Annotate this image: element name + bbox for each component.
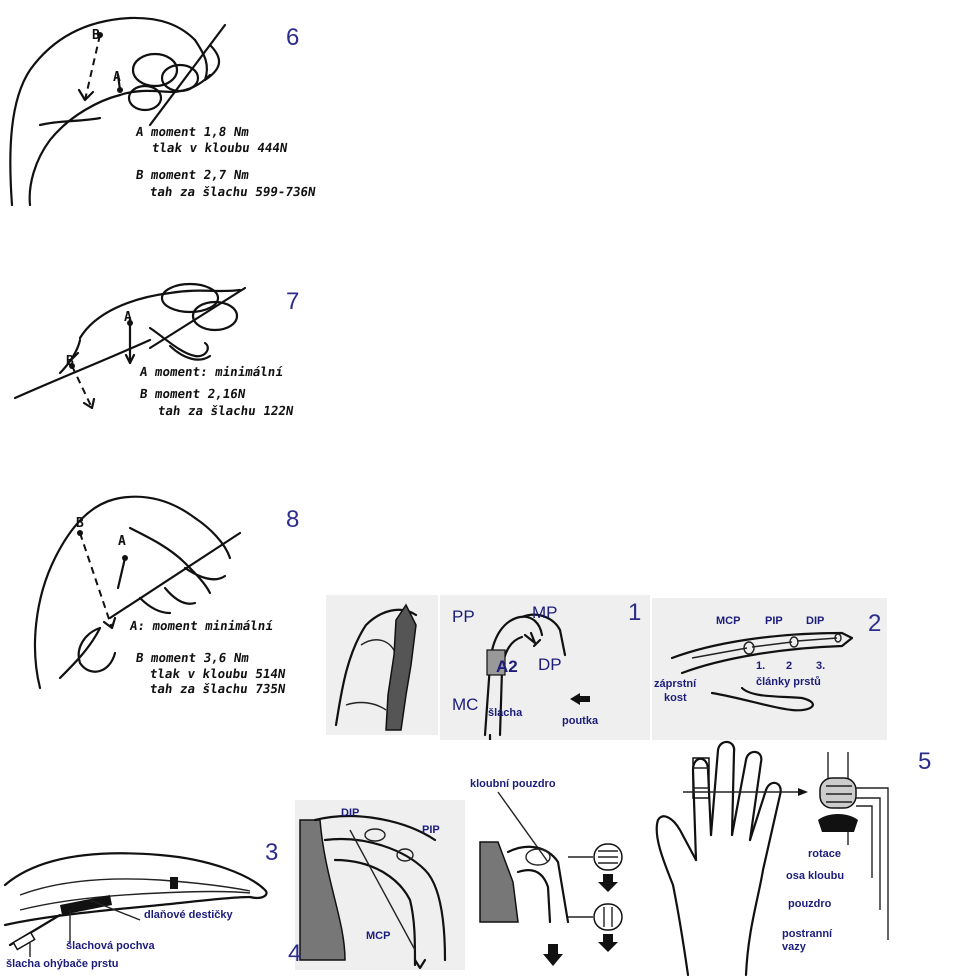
figure-1-finger-photo <box>326 595 438 735</box>
moment-b-text: B moment 3,6 Nm <box>134 650 250 665</box>
label-phalanx-1: 1. <box>756 660 766 672</box>
finger-bones-illustration <box>670 631 854 712</box>
label-rotation: rotace <box>808 848 842 860</box>
hand-drawing-half-crimp-grip <box>33 495 242 690</box>
label-volar-plates: dlaňové destičky <box>144 909 233 921</box>
label-mp: MP <box>532 603 558 622</box>
moment-a-text: A moment: minimální <box>138 364 285 379</box>
pressure-b-text: tlak v kloubu 514N <box>148 666 287 681</box>
label-collateral-ligaments-2: vazy <box>782 941 806 953</box>
figure-4-number: 4 <box>288 940 302 967</box>
label-joint-axis: osa kloubu <box>786 870 845 882</box>
figure-number: 7 <box>286 288 300 315</box>
figure-5: 5 rotace osa kloubu pouzdro postranní va… <box>648 740 960 979</box>
label-collateral-ligaments-1: postranní <box>782 928 833 940</box>
label-pip: PIP <box>422 824 440 836</box>
label-metacarpal-1: záprstní <box>654 678 697 690</box>
moment-a-text: A moment 1,8 Nm <box>134 124 250 139</box>
hand-outline-illustration <box>655 740 889 977</box>
point-b-label: B <box>66 354 74 369</box>
label-capsule: pouzdro <box>788 898 832 910</box>
label-phalanx-3: 3. <box>816 660 826 672</box>
figure-8: B A 8 A: moment minimální B moment 3,6 N… <box>0 488 320 696</box>
joint-capsule-illustration <box>479 791 623 966</box>
figure-number: 3 <box>265 839 279 866</box>
hand-drawing-crimp-grip <box>9 16 227 207</box>
finger-cross-section-illustration <box>3 852 268 957</box>
moment-a-text: A: moment minimální <box>128 618 275 633</box>
label-tendon-sheath: šlachová pochva <box>66 940 155 952</box>
label-dp: DP <box>538 655 562 674</box>
moment-b-text: B moment 2,7 Nm <box>134 167 250 182</box>
finger-tendon-illustration <box>334 603 418 731</box>
label-phalanx-2: 2 <box>786 660 793 672</box>
label-slacha: šlacha <box>488 707 523 719</box>
point-a-label: A <box>118 534 126 549</box>
label-pip: PIP <box>765 615 783 627</box>
figure-4-joint-capsule: kloubní pouzdro <box>468 772 643 972</box>
label-joint-capsule: kloubní pouzdro <box>470 778 556 790</box>
label-poutka: poutka <box>562 715 599 727</box>
label-mcp: MCP <box>366 930 391 942</box>
tendon-force-b-text: tah za šlachu 735N <box>148 681 287 696</box>
point-b-label: B <box>92 28 100 43</box>
label-mcp: MCP <box>716 615 741 627</box>
figure-1-pulley-schematic: PP MP DP A2 MC šlacha poutka 1 <box>440 595 650 740</box>
tendon-force-b-text: tah za šlachu 599-736N <box>148 184 317 199</box>
label-dip: DIP <box>341 807 360 819</box>
label-pp: PP <box>452 607 475 626</box>
point-a-label: A <box>124 310 132 325</box>
tendon-force-b-text: tah za šlachu 122N <box>156 403 295 418</box>
label-metacarpal-2: kost <box>664 692 687 704</box>
label-dip: DIP <box>806 615 825 627</box>
figure-7: A B 7 A moment: minimální B moment 2,16N… <box>0 268 320 438</box>
figure-number: 5 <box>918 748 932 775</box>
figure-2-finger-joints: MCP PIP DIP 1. 2 3. záprstní kost články… <box>652 598 887 740</box>
pulley-diagram <box>483 613 590 740</box>
figure-number: 6 <box>286 24 300 51</box>
figure-number: 8 <box>286 506 300 533</box>
pressure-a-text: tlak v kloubu 444N <box>150 140 289 155</box>
finger-joint-illustration <box>299 814 447 970</box>
figure-4-joints: DIP PIP MCP <box>295 800 465 970</box>
figure-3: dlaňové destičky šlachová pochva šlacha … <box>0 825 285 979</box>
label-phalanges: články prstů <box>756 676 821 688</box>
figure-6: B A 6 A moment 1,8 Nm tlak v kloubu 444N… <box>0 0 320 215</box>
point-b-label: B <box>76 516 84 531</box>
figure-2-number: 2 <box>868 610 882 637</box>
figure-number: 1 <box>628 599 642 626</box>
point-a-label: A <box>113 70 121 85</box>
label-a2: A2 <box>496 657 518 676</box>
moment-b-text: B moment 2,16N <box>138 386 247 401</box>
label-flexor-tendon: šlacha ohýbače prstu <box>6 958 119 970</box>
hand-drawing-open-grip <box>13 282 247 410</box>
label-mc: MC <box>452 695 479 714</box>
